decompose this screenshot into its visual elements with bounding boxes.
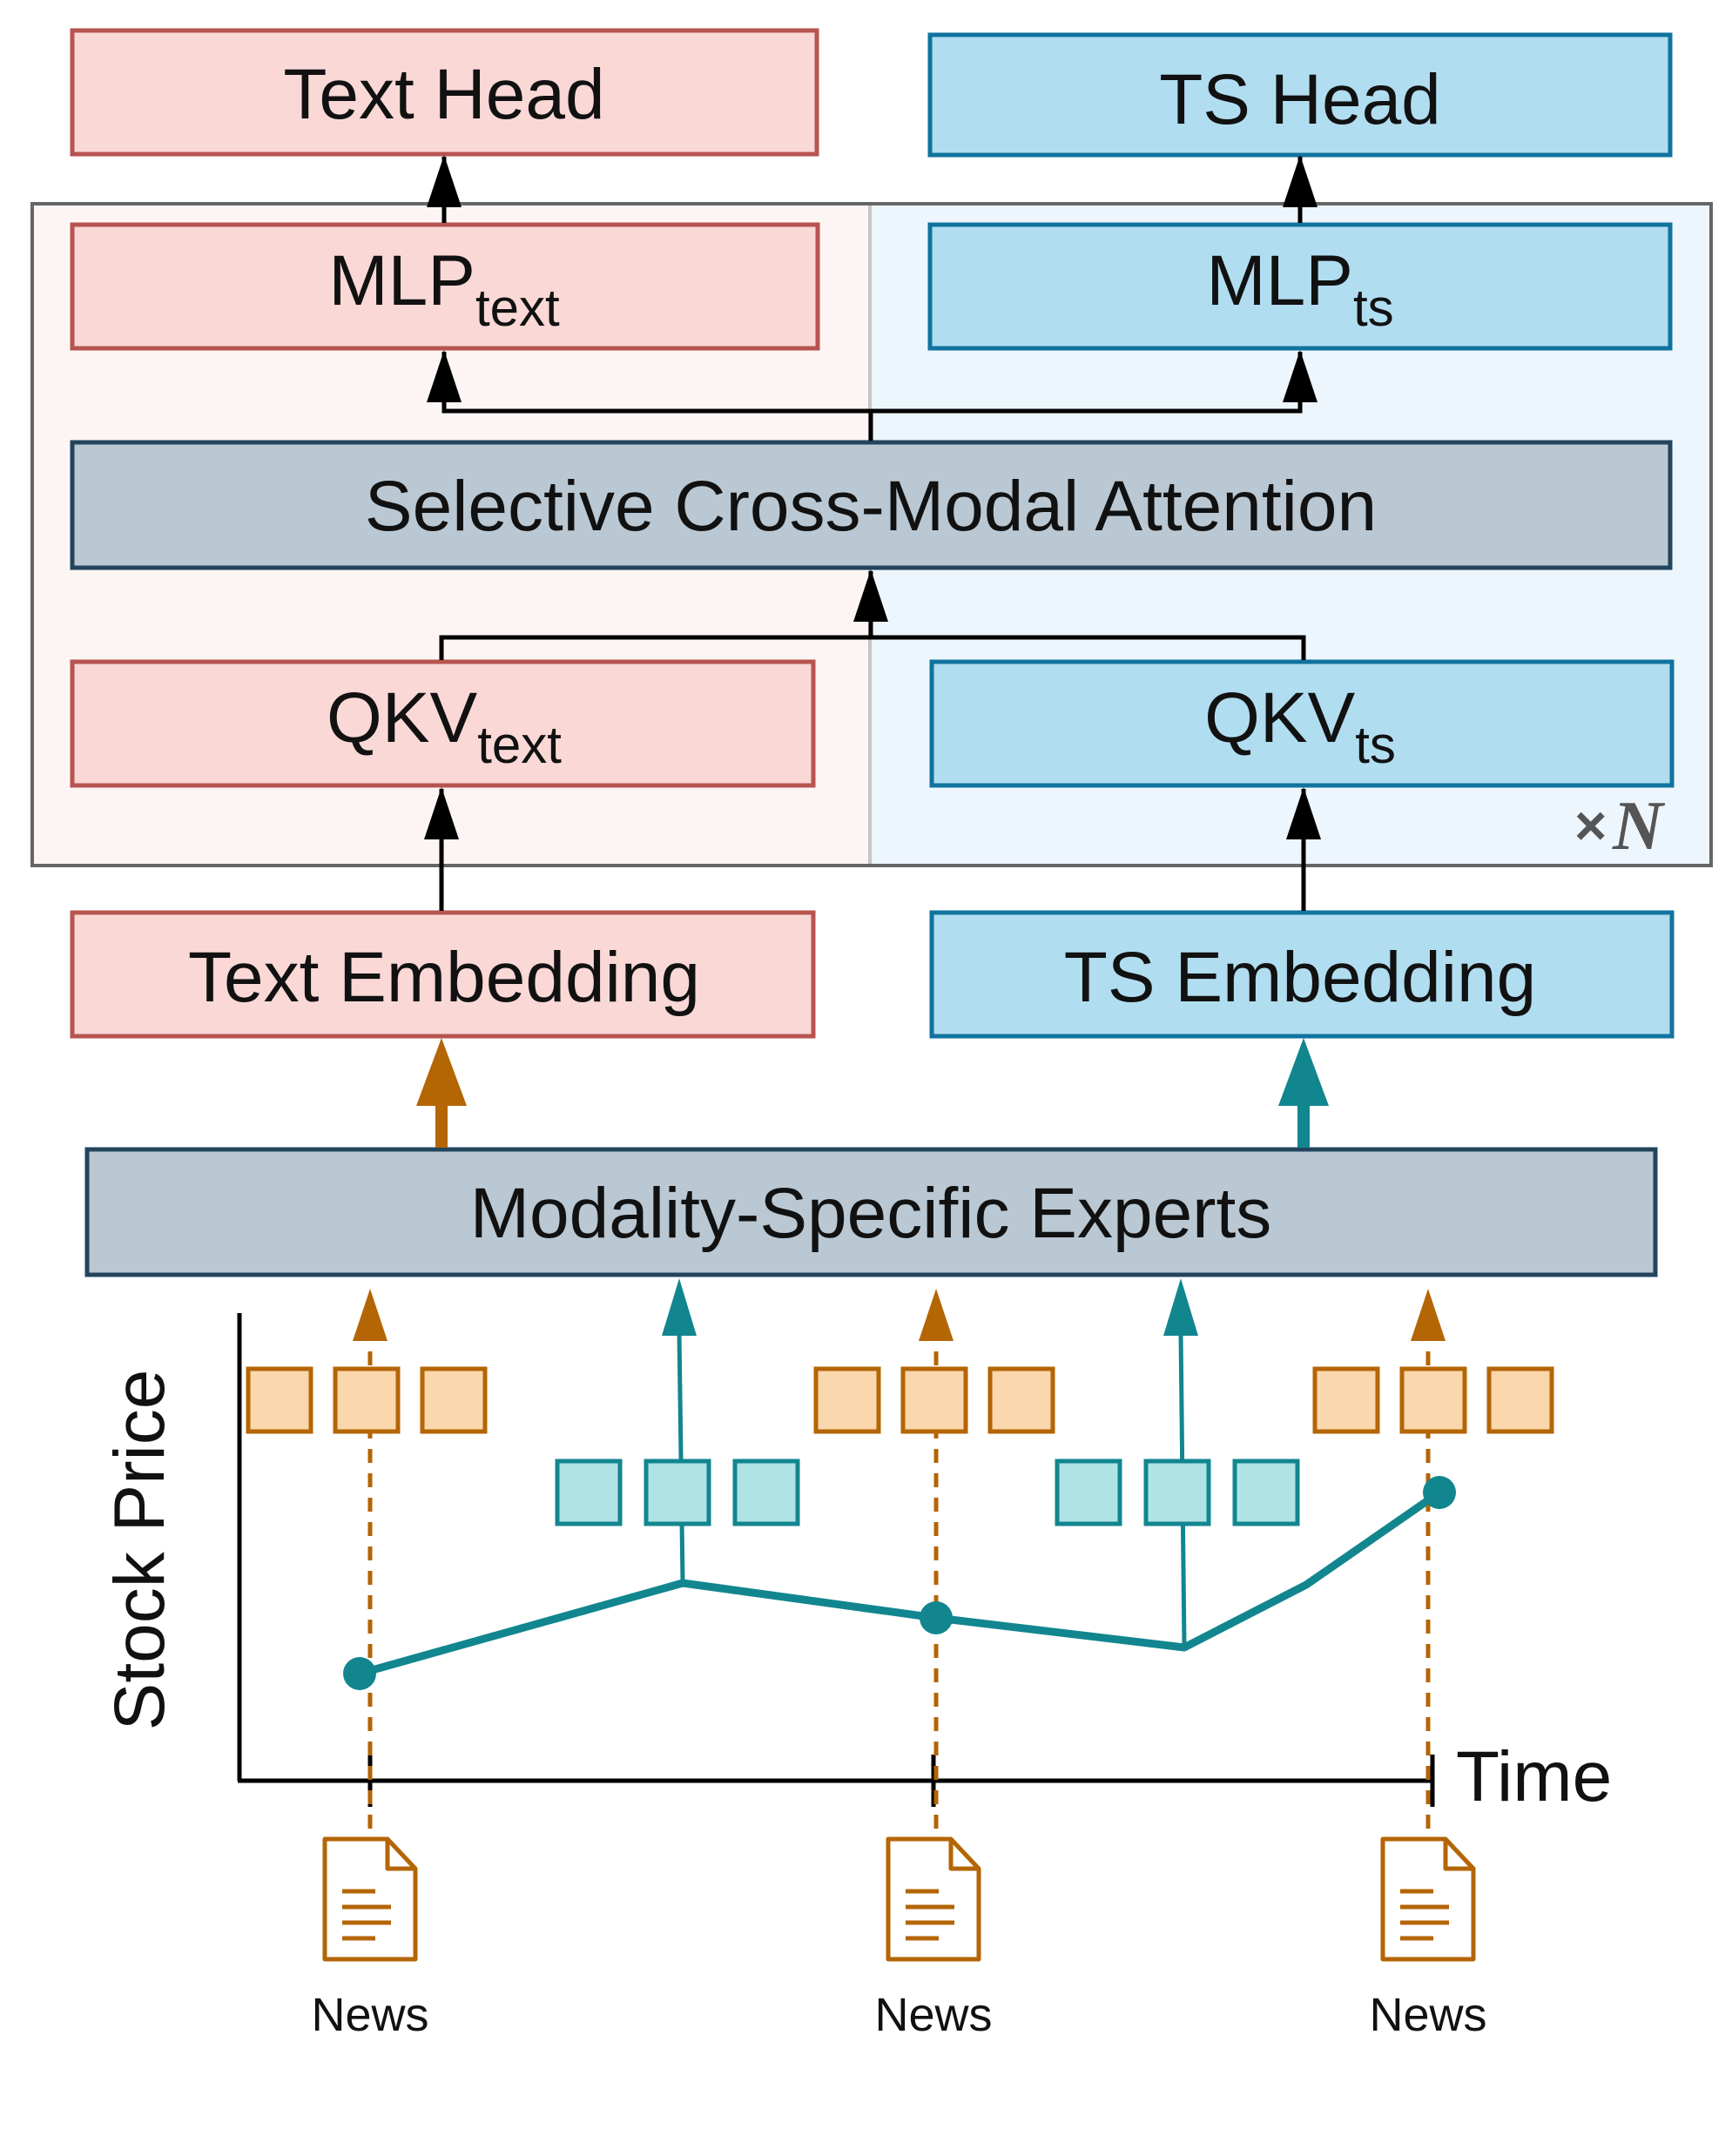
qkv-ts-label: QKVts xyxy=(1204,678,1396,774)
internal-arrowheads xyxy=(424,155,1321,839)
arrowhead-icon xyxy=(1283,350,1318,402)
text-embedding-box xyxy=(70,910,816,1039)
mlp-text-label: MLPtext xyxy=(328,241,560,337)
text-token xyxy=(420,1366,488,1434)
arrowhead-icon xyxy=(353,1289,388,1341)
news-items: News News News xyxy=(311,1836,1487,2041)
news-item: News xyxy=(311,1836,429,2041)
text-token xyxy=(987,1366,1055,1434)
ts-token xyxy=(1143,1459,1211,1526)
text-token xyxy=(246,1366,313,1434)
panel-border xyxy=(30,202,1713,867)
arrowhead-icon xyxy=(427,155,462,207)
arrowhead-icon xyxy=(662,1278,697,1336)
news-document-icon xyxy=(1380,1836,1476,1962)
repeat-count-n: N xyxy=(1612,788,1666,865)
ts-token xyxy=(1232,1459,1300,1526)
news-item: News xyxy=(874,1836,993,2041)
repeat-multiplier: × xyxy=(1574,794,1607,857)
arrowhead-icon xyxy=(853,569,888,622)
news-document-icon xyxy=(886,1836,981,1962)
ts-embedding-label: TS Embedding xyxy=(1064,938,1536,1017)
attention-label: Selective Cross-Modal Attention xyxy=(365,467,1377,546)
text-token xyxy=(1486,1366,1554,1434)
ts-token xyxy=(732,1459,800,1526)
arrowhead-icon xyxy=(1286,787,1321,839)
mlp-ts-box xyxy=(927,222,1673,351)
news-item: News xyxy=(1369,1836,1487,2041)
ts-embedding-box xyxy=(929,910,1675,1039)
text-token xyxy=(900,1366,968,1434)
arrowhead-icon xyxy=(1278,1038,1329,1106)
ts-patch-line xyxy=(677,1331,685,1584)
text-head-box xyxy=(70,28,819,157)
experts-to-embedding-arrows xyxy=(416,1038,1329,1148)
text-token xyxy=(813,1366,881,1434)
arrowhead-icon xyxy=(427,350,462,402)
ts-token xyxy=(644,1459,711,1526)
stock-price-plot: Stock Price Time xyxy=(100,1278,1612,1829)
news-label: News xyxy=(874,1989,992,2041)
stock-price-line xyxy=(358,1489,1442,1678)
y-axis-label: Stock Price xyxy=(100,1370,179,1731)
stock-price-point xyxy=(920,1601,953,1634)
qkv-text-label: QKVtext xyxy=(327,678,562,774)
arrowhead-icon xyxy=(416,1038,467,1106)
x-axis-label: Time xyxy=(1456,1737,1612,1816)
mlp-ts-label: MLPts xyxy=(1206,241,1393,337)
stock-price-point xyxy=(1423,1476,1456,1509)
arrowhead-icon xyxy=(1411,1289,1446,1341)
arrowhead-icon xyxy=(919,1289,954,1341)
ts-token xyxy=(1055,1459,1122,1526)
experts-label: Modality-Specific Experts xyxy=(470,1174,1272,1253)
arrowhead-icon xyxy=(1163,1278,1198,1336)
qkv-ts-box xyxy=(929,659,1675,788)
stock-price-point xyxy=(343,1657,376,1690)
text-embedding-label: Text Embedding xyxy=(188,938,700,1017)
text-token xyxy=(333,1366,401,1434)
mlp-text-box xyxy=(70,222,820,351)
text-token xyxy=(1399,1366,1467,1434)
text-token xyxy=(1312,1366,1380,1434)
ts-head-label: TS Head xyxy=(1159,60,1441,139)
news-document-icon xyxy=(322,1836,418,1962)
news-label: News xyxy=(1369,1989,1486,2041)
arrowhead-icon xyxy=(424,787,459,839)
text-head-label: Text Head xyxy=(283,55,604,134)
experts-box xyxy=(84,1147,1658,1277)
news-label: News xyxy=(311,1989,428,2041)
qkv-text-box xyxy=(70,659,816,788)
ts-token xyxy=(555,1459,623,1526)
arrowhead-icon xyxy=(1283,155,1318,207)
attention-box xyxy=(70,440,1673,570)
